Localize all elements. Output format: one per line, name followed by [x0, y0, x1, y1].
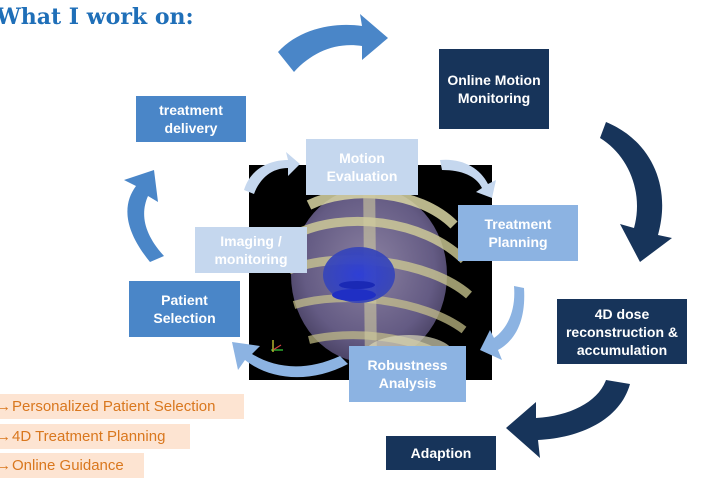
- inner-arrow-bottom-right: [480, 286, 525, 360]
- treatment-delivery-box: treatment delivery: [136, 96, 246, 142]
- inner-arrow-top-right: [440, 159, 496, 198]
- cycle-arrow-left: [124, 170, 164, 262]
- patient-selection-box: Patient Selection: [129, 281, 240, 337]
- page-title: What I work on:: [0, 4, 194, 30]
- imaging-monitoring-box: Imaging / monitoring: [195, 227, 307, 273]
- inner-arrow-bottom-left: [232, 342, 348, 378]
- bullet-item: → 4D Treatment Planning: [0, 424, 190, 449]
- online-motion-monitoring-box: Online Motion Monitoring: [439, 49, 549, 129]
- adaption-box: Adaption: [386, 436, 496, 470]
- cycle-arrow-bottom: [506, 380, 630, 458]
- cycle-arrow-top: [278, 14, 388, 72]
- arrow-right-icon: →: [0, 398, 11, 415]
- bullet-text: Personalized Patient Selection: [12, 398, 216, 415]
- bullet-text: Online Guidance: [12, 457, 124, 474]
- treatment-planning-box: Treatment Planning: [458, 205, 578, 261]
- bullet-item: → Personalized Patient Selection: [0, 394, 244, 419]
- arrow-right-icon: →: [0, 457, 11, 474]
- bullet-item: → Online Guidance: [0, 453, 144, 478]
- robustness-analysis-box: Robustness Analysis: [349, 346, 466, 402]
- cycle-arrow-right: [600, 122, 672, 262]
- inner-arrow-top: [244, 152, 300, 194]
- motion-evaluation-box: Motion Evaluation: [306, 139, 418, 195]
- dose-reconstruction-box: 4D dose reconstruction & accumulation: [557, 299, 687, 364]
- arrow-right-icon: →: [0, 428, 11, 445]
- bullet-text: 4D Treatment Planning: [12, 428, 166, 445]
